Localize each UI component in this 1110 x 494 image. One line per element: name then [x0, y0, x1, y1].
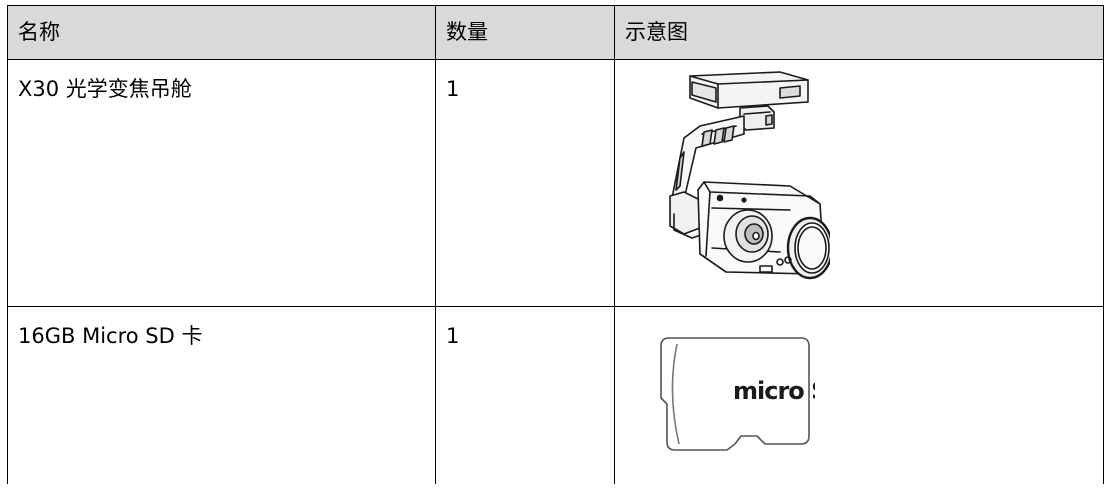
- item-qty-cell: 1: [435, 59, 615, 307]
- item-qty-cell: 1: [435, 306, 615, 484]
- gimbal-camera-icon: [640, 68, 830, 298]
- header-name: 名称: [7, 5, 436, 60]
- item-name: 16GB Micro SD 卡: [18, 324, 203, 348]
- item-name-cell: X30 光学变焦吊舱: [7, 59, 436, 307]
- micro-sd-card-icon: micro SD: [655, 332, 815, 457]
- micro-logo-text: micro SD: [733, 377, 815, 405]
- item-image-cell: [614, 59, 1104, 307]
- table-row: 16GB Micro SD 卡 1 micro SD: [7, 306, 1104, 484]
- table-header-row: 名称 数量 示意图: [7, 5, 1104, 60]
- item-image-cell: micro SD: [614, 306, 1104, 484]
- item-quantity: 1: [446, 77, 460, 101]
- table-row: X30 光学变焦吊舱 1: [7, 59, 1104, 307]
- header-illustration: 示意图: [614, 5, 1104, 60]
- item-quantity: 1: [446, 324, 460, 348]
- packing-list-table: 名称 数量 示意图 X30 光学变焦吊舱 1: [7, 5, 1104, 484]
- micro-sd-logo: micro SD: [733, 377, 815, 405]
- item-name-cell: 16GB Micro SD 卡: [7, 306, 436, 484]
- header-quantity: 数量: [435, 5, 615, 60]
- item-name: X30 光学变焦吊舱: [18, 77, 192, 101]
